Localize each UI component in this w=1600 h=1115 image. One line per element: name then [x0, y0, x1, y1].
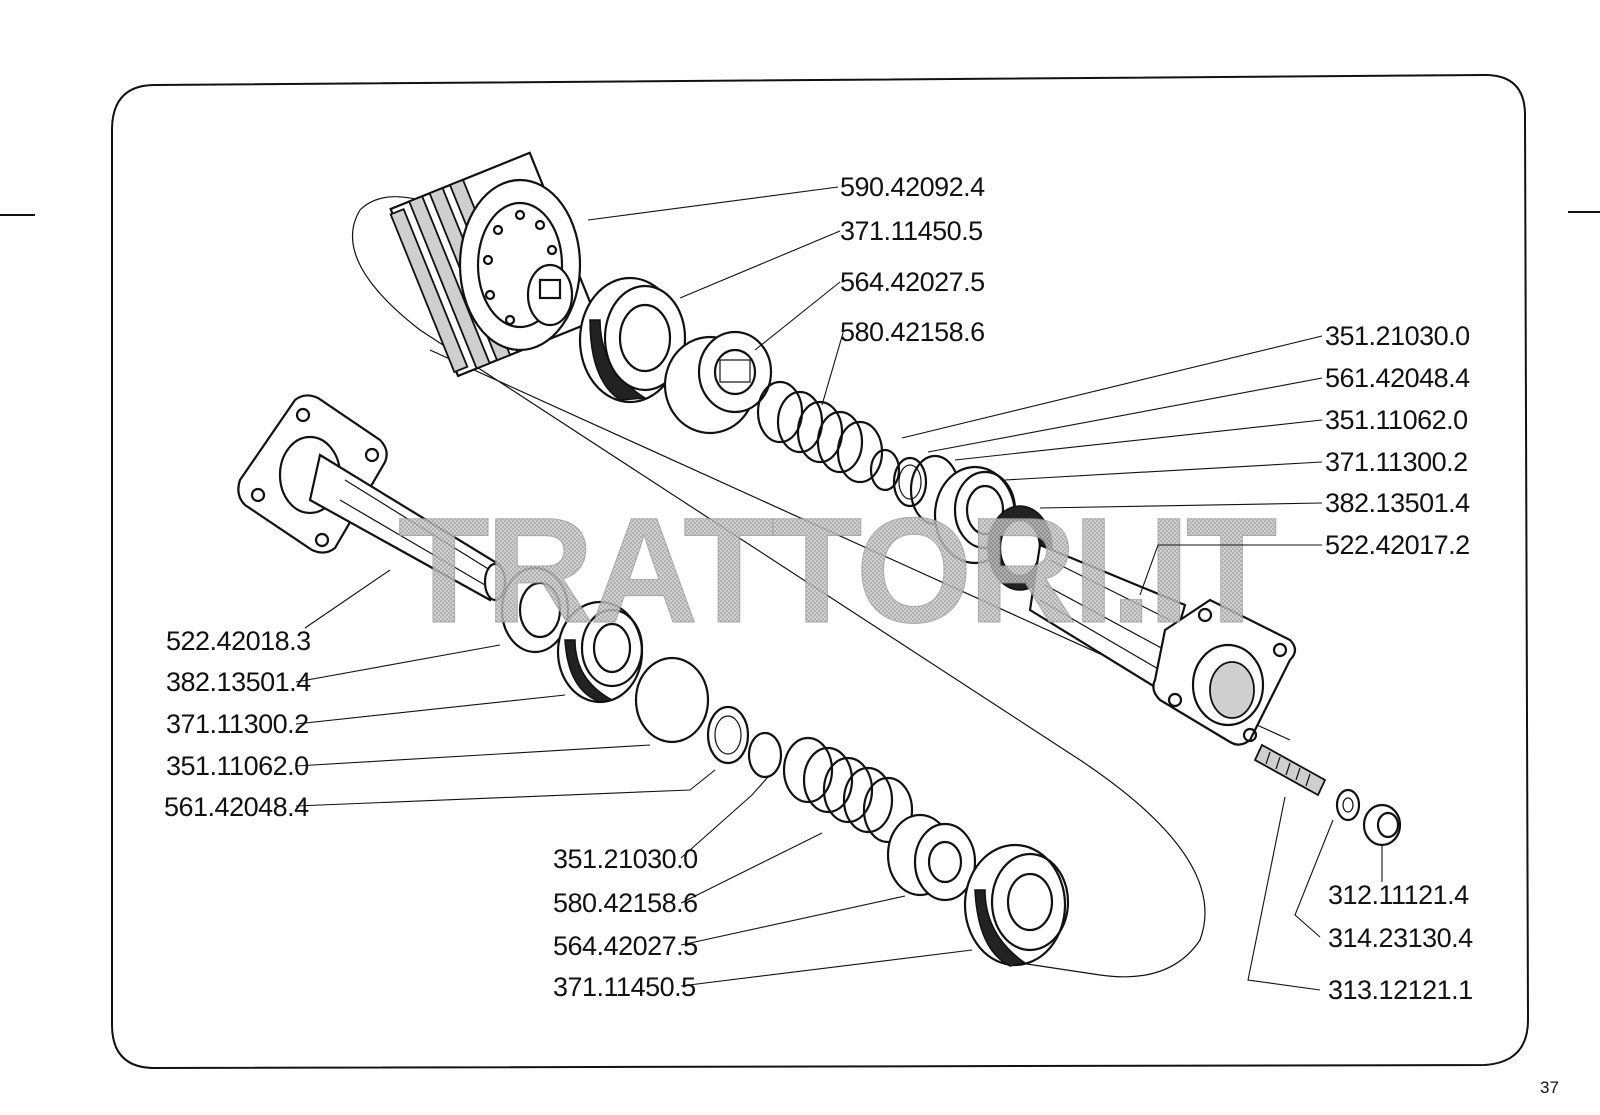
watermark-text: TRATTORI.IT	[398, 486, 1277, 654]
leader-lines	[295, 186, 1383, 991]
label-580-42158-6-top: 580.42158.6	[840, 317, 985, 347]
washer-561-42048-4-lower	[706, 705, 750, 765]
label-371-11300-2-left: 371.11300.2	[166, 709, 309, 739]
page-frame	[111, 73, 1530, 1070]
washer-314-23130-4	[1335, 788, 1361, 822]
labels-right: 351.21030.0 561.42048.4 351.11062.0 371.…	[1325, 321, 1471, 560]
sleeve-564-42027-5-lower	[886, 813, 977, 902]
label-561-42048-4-left: 561.42048.4	[164, 792, 309, 822]
gear-590-42092-4	[389, 151, 599, 378]
bearing-371-11450-5-upper	[578, 276, 687, 404]
label-580-42158-6-bottom: 580.42158.6	[553, 888, 698, 918]
label-590-42092-4: 590.42092.4	[840, 172, 985, 202]
label-382-13501-4-right: 382.13501.4	[1325, 488, 1470, 518]
label-522-42018-3: 522.42018.3	[166, 626, 311, 656]
label-382-13501-4-left: 382.13501.4	[166, 667, 311, 697]
bearing-371-11450-5-lower	[963, 843, 1070, 967]
assembly-loop-outline	[351, 209, 1206, 978]
page-number: 37	[1540, 1078, 1559, 1097]
washer-561-42048-4-upper	[892, 456, 928, 508]
label-351-11062-0-right: 351.11062.0	[1325, 405, 1468, 435]
labels-bottom-center: 351.21030.0 580.42158.6 564.42027.5 371.…	[553, 844, 698, 1002]
label-313-12121-1: 313.12121.1	[1328, 975, 1473, 1005]
labels-bottom-right: 312.11121.4 314.23130.4 313.12121.1	[1328, 880, 1474, 1005]
label-371-11300-2-right: 371.11300.2	[1325, 447, 1468, 477]
spring-580-42158-6-upper	[756, 380, 884, 484]
seal-382-13501-4-lower	[500, 566, 570, 654]
ring-351-11062-0-lower	[634, 656, 710, 744]
label-351-21030-0-bottom: 351.21030.0	[553, 844, 698, 874]
shaft-522-42018-3	[308, 453, 507, 602]
spring-580-42158-6-lower	[782, 736, 914, 844]
label-314-23130-4: 314.23130.4	[1328, 923, 1473, 953]
label-371-11450-5-bottom: 371.11450.5	[553, 972, 696, 1002]
label-564-42027-5-bottom: 564.42027.5	[553, 931, 698, 961]
label-522-42017-2: 522.42017.2	[1325, 530, 1470, 560]
sleeve-564-42027-5-upper	[663, 330, 773, 435]
stud-313-12121-1	[1253, 743, 1327, 797]
label-564-42027-5-top: 564.42027.5	[840, 267, 985, 297]
label-351-21030-0-right: 351.21030.0	[1325, 321, 1470, 351]
seal-382-13501-4-upper	[987, 505, 1053, 591]
labels-top: 590.42092.4 371.11450.5 564.42027.5 580.…	[840, 172, 986, 347]
label-371-11450-5-top: 371.11450.5	[840, 216, 983, 246]
label-312-11121-4: 312.11121.4	[1328, 880, 1469, 910]
flange-right	[1152, 598, 1297, 746]
label-351-11062-0-left: 351.11062.0	[166, 751, 309, 781]
nut-312-11121-4	[1362, 803, 1402, 847]
labels-left: 522.42018.3 382.13501.4 371.11300.2 351.…	[164, 626, 312, 822]
circlip-351-21030-0-lower	[747, 731, 783, 779]
bearing-371-11300-2-lower	[556, 600, 644, 704]
label-561-42048-4-right: 561.42048.4	[1325, 363, 1470, 393]
circlip-351-21030-0-upper	[869, 448, 901, 492]
